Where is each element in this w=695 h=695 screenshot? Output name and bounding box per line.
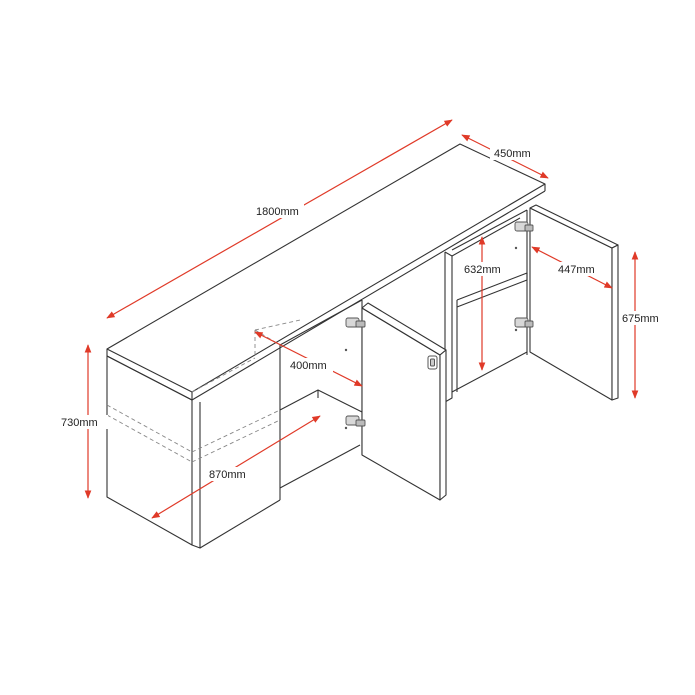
- width-label: 1800mm: [256, 206, 299, 218]
- shelf-depth-label: 400mm: [290, 360, 327, 372]
- right-bottom: [451, 351, 528, 393]
- hinge-icon: [345, 317, 366, 328]
- top-front-thickness: [106, 349, 193, 401]
- depth-label: 450mm: [494, 148, 531, 160]
- middle-door-face: [361, 307, 441, 501]
- height-label: 730mm: [61, 417, 98, 429]
- bottom-edge: [199, 499, 281, 549]
- middle-door: [361, 302, 447, 501]
- inner-depth-label: 447mm: [558, 264, 595, 276]
- left-compartment-side: [279, 299, 363, 488]
- left-panel-edge: [191, 402, 201, 549]
- right-door: [529, 204, 619, 401]
- right-shelf: [456, 272, 528, 308]
- inner-height-label: 632mm: [464, 264, 501, 276]
- hinge-icon: [514, 221, 534, 232]
- hinge-icon: [514, 317, 534, 328]
- right-compartment-side: [451, 217, 521, 257]
- dimension-labels: 1800mm 450mm 730mm 632mm 675mm 447mm 400…: [58, 146, 670, 481]
- left-end-panel: [106, 355, 193, 546]
- hinge-icon: [345, 415, 366, 427]
- door-height-label: 675mm: [622, 313, 659, 325]
- hidden-lines: [106, 319, 301, 463]
- width-arrow: [106, 119, 453, 319]
- inner-width-label: 870mm: [209, 469, 246, 481]
- cabinet-body: [106, 143, 546, 549]
- handle-icon: [427, 355, 438, 370]
- left-shelf: [279, 389, 363, 413]
